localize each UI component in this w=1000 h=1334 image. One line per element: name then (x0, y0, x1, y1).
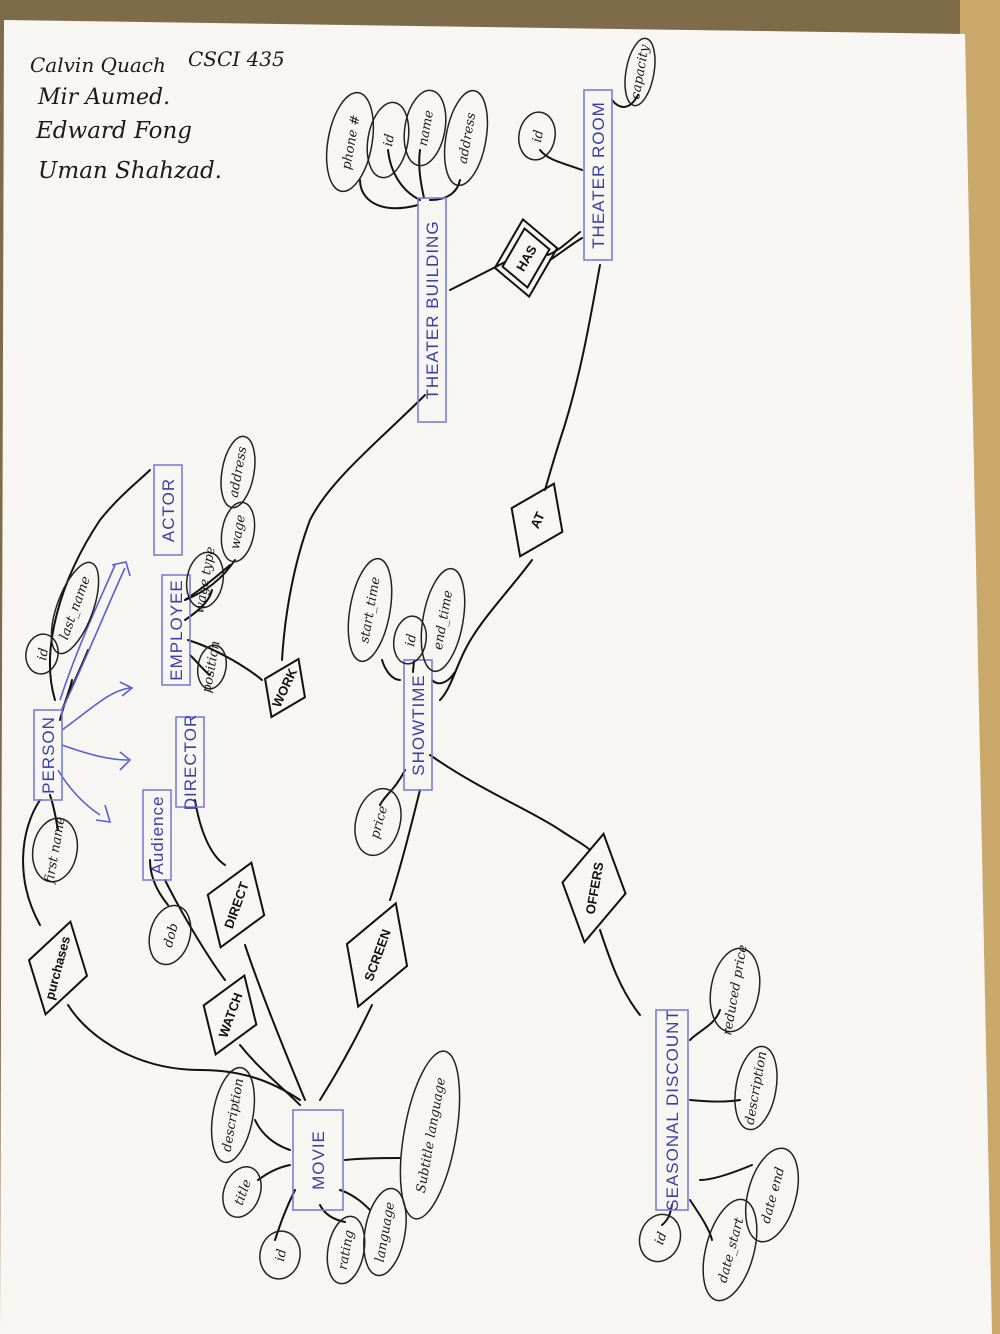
attribute-movie-id[interactable]: id (256, 1228, 304, 1282)
entity-movie[interactable]: MOVIE (292, 1109, 344, 1211)
relationship-label: AT (527, 510, 548, 531)
entity-showtime[interactable]: SHOWTIME (403, 659, 433, 791)
entity-label: MOVIE (309, 1130, 328, 1190)
course-label: CSCI 435 (188, 47, 285, 71)
attribute-building-name[interactable]: name (399, 87, 452, 169)
attribute-showtime-id[interactable]: id (390, 614, 430, 667)
entity-label: ACTOR (159, 478, 178, 542)
entity-label: EMPLOYEE (167, 579, 186, 681)
attribute-label: id (273, 1248, 290, 1263)
attribute-label: wage (228, 513, 249, 550)
entity-employee[interactable]: EMPLOYEE (161, 574, 191, 686)
author-line-4: Uman Shahzad. (38, 158, 222, 184)
entity-label: SHOWTIME (409, 674, 428, 776)
author-block: Calvin Quach CSCI 435 Mir Aumed. Edward … (30, 47, 285, 184)
entity-label: THEATER BUILDING (423, 220, 442, 399)
attribute-label: id (381, 133, 398, 148)
attribute-label: id (403, 633, 420, 648)
entity-label: SEASONAL DISCOUNT (663, 1009, 682, 1211)
entity-person[interactable]: PERSON (33, 709, 63, 801)
relationship-at[interactable]: AT (495, 472, 580, 568)
entity-label: Audience (148, 796, 167, 875)
inheritance-arrows (57, 561, 134, 823)
paper-sheet (0, 20, 992, 1334)
entity-theater-room[interactable]: THEATER ROOM (583, 89, 613, 261)
author-line-3: Edward Fong (35, 118, 192, 144)
attribute-label: name (416, 109, 437, 148)
attribute-employee-wage[interactable]: wage (217, 500, 259, 565)
entity-label: THEATER ROOM (589, 101, 608, 249)
attribute-label: id (652, 1230, 670, 1247)
attribute-label: dob (161, 922, 182, 950)
attribute-label: id (35, 647, 52, 662)
entity-theater-building[interactable]: THEATER BUILDING (417, 197, 447, 423)
entity-label: DIRECTOR (181, 714, 200, 810)
attribute-discount-id[interactable]: id (633, 1209, 687, 1268)
attribute-building-id[interactable]: id (362, 99, 415, 181)
entity-label: PERSON (39, 716, 58, 794)
author-line-1: Calvin Quach (30, 53, 166, 77)
entity-seasonal-discount[interactable]: SEASONAL DISCOUNT (655, 1009, 689, 1211)
attribute-label: rating (336, 1229, 358, 1271)
author-line-2: Mir Aumed. (37, 85, 170, 110)
entity-director[interactable]: DIRECTOR (175, 714, 205, 810)
entity-audience[interactable]: Audience (142, 789, 172, 881)
attribute-room-id[interactable]: id (515, 109, 559, 163)
attribute-label: id (530, 129, 547, 144)
entity-actor[interactable]: ACTOR (153, 464, 183, 556)
attribute-audience-dob[interactable]: dob (143, 901, 197, 969)
